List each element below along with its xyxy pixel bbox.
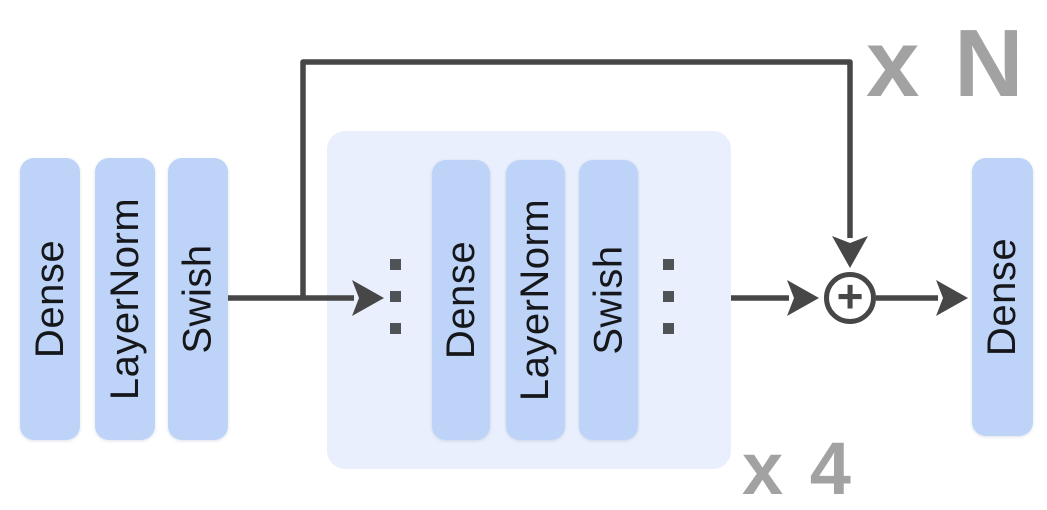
layer-label: Swish xyxy=(586,245,631,355)
outer-repeat-label: x N xyxy=(866,10,1028,117)
skip-connection-line xyxy=(300,59,853,298)
layer-label: LayerNorm xyxy=(103,197,147,401)
arrowhead-down-icon xyxy=(832,236,868,268)
arrowhead-right-icon xyxy=(352,280,384,316)
layer-label: LayerNorm xyxy=(513,198,558,402)
layer-block-dense-output: Dense xyxy=(972,158,1033,436)
plus-symbol: + xyxy=(836,270,864,322)
layer-block-layernorm-input: LayerNorm xyxy=(95,158,155,440)
layer-block-dense-input: Dense xyxy=(20,158,80,440)
layer-label: Swish xyxy=(176,244,221,354)
block-repeat-label: x 4 xyxy=(742,427,854,510)
arrowhead-right-icon xyxy=(787,280,819,316)
layer-label: Dense xyxy=(439,240,483,360)
layer-block-layernorm-inner: LayerNorm xyxy=(506,160,565,440)
arrowhead-right-icon xyxy=(936,280,968,316)
layer-label: Dense xyxy=(980,237,1025,357)
sum-plus-circle-icon: + xyxy=(824,272,876,324)
layer-block-swish-input: Swish xyxy=(168,158,228,440)
layer-block-dense-inner: Dense xyxy=(432,160,490,440)
layer-block-swish-inner: Swish xyxy=(579,160,638,440)
layer-label: Dense xyxy=(28,239,72,359)
